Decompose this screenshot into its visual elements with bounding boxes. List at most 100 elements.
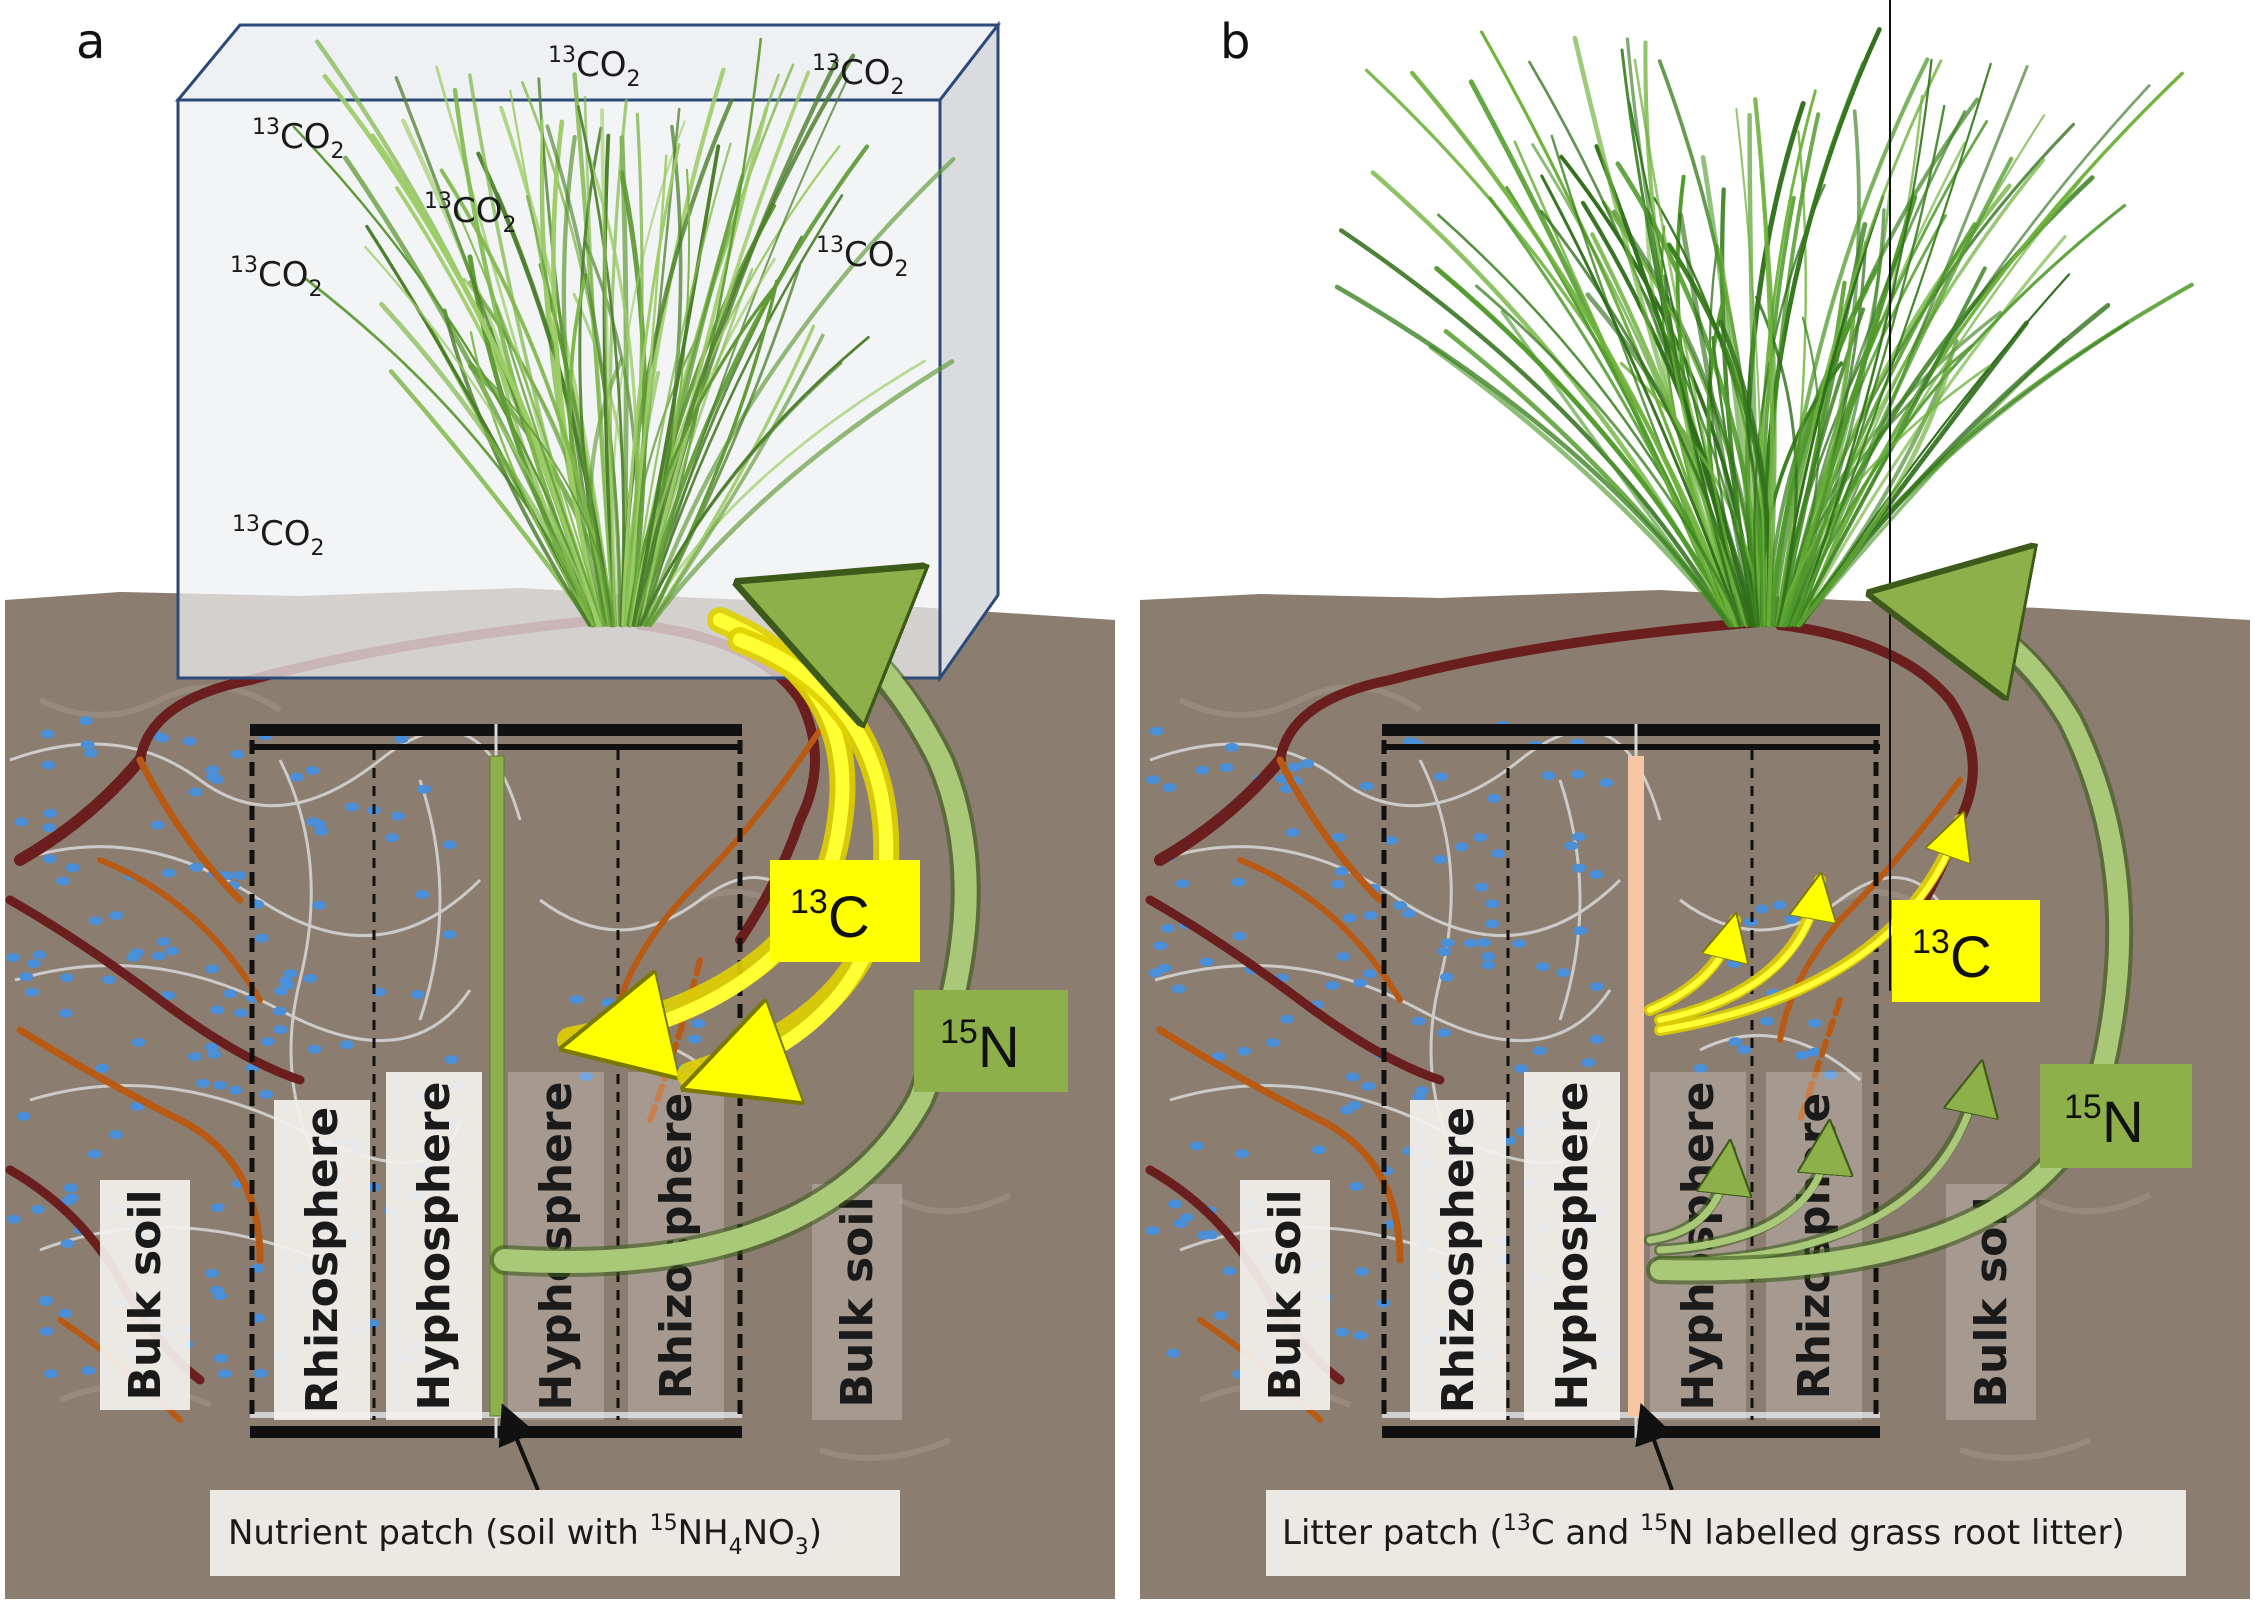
spore (195, 1078, 210, 1088)
grass-blade (439, 168, 612, 627)
spore (32, 950, 47, 960)
spore (1361, 1081, 1376, 1091)
spore (444, 1055, 459, 1064)
spore (42, 823, 57, 833)
spore (272, 1006, 287, 1016)
spore (230, 749, 245, 759)
spore (131, 1037, 146, 1047)
spore (1393, 900, 1407, 910)
spore (394, 734, 409, 744)
spore (1589, 982, 1604, 992)
zone-label: Hyphosphere (531, 1082, 582, 1411)
grass-blade (1792, 156, 2014, 628)
spore (187, 1052, 202, 1062)
spore (206, 772, 220, 782)
grass-blade (600, 108, 619, 627)
grass-blade (455, 208, 604, 627)
spore (84, 748, 99, 758)
co2-label: 13CO2 (232, 512, 325, 561)
grass-blade (1625, 37, 1742, 627)
spore (1401, 909, 1416, 918)
spore (290, 772, 304, 782)
spore (205, 765, 220, 775)
grass-blade (1775, 59, 1943, 627)
spore (305, 766, 320, 775)
spore (78, 716, 93, 726)
grass-blade (634, 53, 856, 628)
spore (303, 973, 318, 983)
spore (204, 1268, 219, 1278)
spore (390, 811, 405, 821)
spore (1556, 968, 1571, 978)
spore (601, 998, 616, 1007)
svg-text:15N: 15N (940, 1013, 1020, 1080)
litter-patch-caption: Litter patch (13C and 15N labelled grass… (1266, 1490, 2186, 1576)
zone-label: Rhizosphere (1433, 1107, 1484, 1414)
spore (1754, 904, 1769, 914)
svg-text:Nutrient patch (soil with 15NH: Nutrient patch (soil with 15NH4NO3) (228, 1511, 822, 1560)
grass-blade (625, 154, 668, 627)
grass-blade (1334, 284, 1732, 628)
grass-blade (1633, 58, 1747, 627)
spore (638, 1057, 653, 1067)
spore (1285, 828, 1300, 837)
spore (253, 1368, 268, 1378)
spore (1728, 1037, 1743, 1047)
spore (1195, 765, 1209, 775)
spore (1440, 972, 1454, 982)
grass-blade (379, 301, 600, 628)
grass-blade (602, 133, 618, 627)
spore (80, 740, 95, 750)
spore (1330, 879, 1345, 889)
spore (39, 1326, 54, 1336)
spore (1149, 726, 1164, 736)
grass-blade (643, 37, 763, 627)
spore (1222, 1266, 1237, 1276)
spore (1436, 1028, 1451, 1038)
grass-blade (1708, 244, 1751, 627)
litter-patch (1628, 756, 1644, 1416)
spore (1808, 1018, 1822, 1028)
grass-blade (1797, 71, 2184, 627)
spore (1336, 952, 1351, 962)
grass-blade (1540, 174, 1742, 627)
grass-blade (1784, 222, 1977, 627)
zone-box (508, 1072, 604, 1420)
spore (1572, 863, 1587, 873)
spore (189, 862, 204, 872)
grass-blade (583, 96, 616, 627)
spore (150, 820, 165, 830)
spore (102, 975, 116, 985)
grass-blade (632, 174, 745, 627)
zone-label: Rhizosphere (297, 1107, 348, 1414)
spore (1166, 1348, 1181, 1358)
spore (6, 953, 21, 962)
zone-label: Bulk soil (120, 1189, 171, 1400)
zone-label: Hyphosphere (1547, 1082, 1598, 1411)
spore (344, 802, 359, 812)
spore (161, 868, 176, 878)
spore (65, 863, 80, 873)
spore (1473, 832, 1488, 842)
grass-blade (1434, 266, 1738, 628)
spore (88, 916, 103, 926)
grass-blade (642, 157, 956, 628)
spore (1384, 835, 1399, 845)
spore (155, 733, 170, 743)
mesh-frame (1381, 724, 1880, 1438)
spore (19, 972, 34, 982)
spore (1481, 952, 1496, 961)
grass-blade (1339, 228, 1732, 628)
pointer-arrow (498, 1403, 540, 1491)
spore (16, 1111, 31, 1121)
co2-label: 13CO2 (816, 233, 909, 282)
zone-label: Bulk soil (1260, 1189, 1311, 1400)
spore (1345, 1072, 1360, 1082)
grass-blade (1787, 208, 1886, 627)
grass-blade (1678, 212, 1756, 628)
grass-blade (545, 124, 622, 627)
zone-label: Hyphosphere (409, 1082, 460, 1411)
spore (1171, 984, 1186, 994)
spore (251, 1313, 266, 1323)
